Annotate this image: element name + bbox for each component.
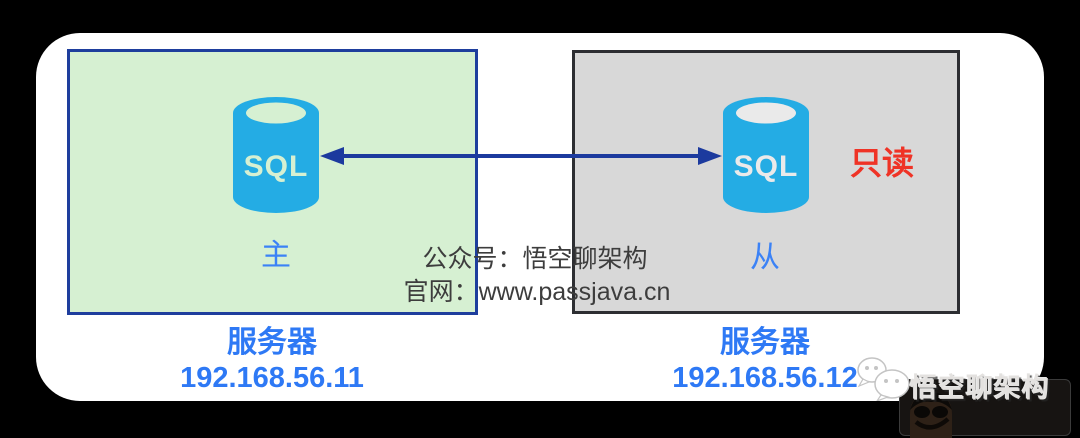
cylinder-top-ellipse	[736, 102, 796, 124]
sql-label: SQL	[734, 150, 799, 183]
master-server-ip: 192.168.56.11	[180, 362, 364, 394]
readonly-label: 只读	[850, 145, 915, 181]
slave-server-label: 服务器	[720, 326, 810, 359]
slave-server-ip: 192.168.56.12	[672, 362, 858, 394]
master-server-label: 服务器	[227, 326, 317, 359]
replication-double-arrow-icon	[320, 147, 722, 165]
sql-label: SQL	[244, 150, 309, 183]
slave-server-caption: 服务器 192.168.56.12	[615, 327, 915, 395]
watermark-text: 悟空聊架构	[910, 373, 1050, 403]
master-role-label: 主	[261, 239, 291, 272]
caption-wechat-account: 公众号：悟空聊架构	[422, 245, 648, 273]
monkey-avatar-icon	[910, 392, 952, 438]
database-cylinder-icon: SQL	[233, 97, 319, 213]
caption-website: 官网：www.passjava.cn	[403, 278, 671, 306]
database-cylinder-icon: SQL	[723, 97, 809, 213]
master-server-caption: 服务器 192.168.56.11	[122, 327, 422, 395]
chat-bubbles-icon	[857, 357, 910, 401]
slave-role-label: 从	[750, 241, 780, 274]
cylinder-top-ellipse	[246, 102, 306, 124]
